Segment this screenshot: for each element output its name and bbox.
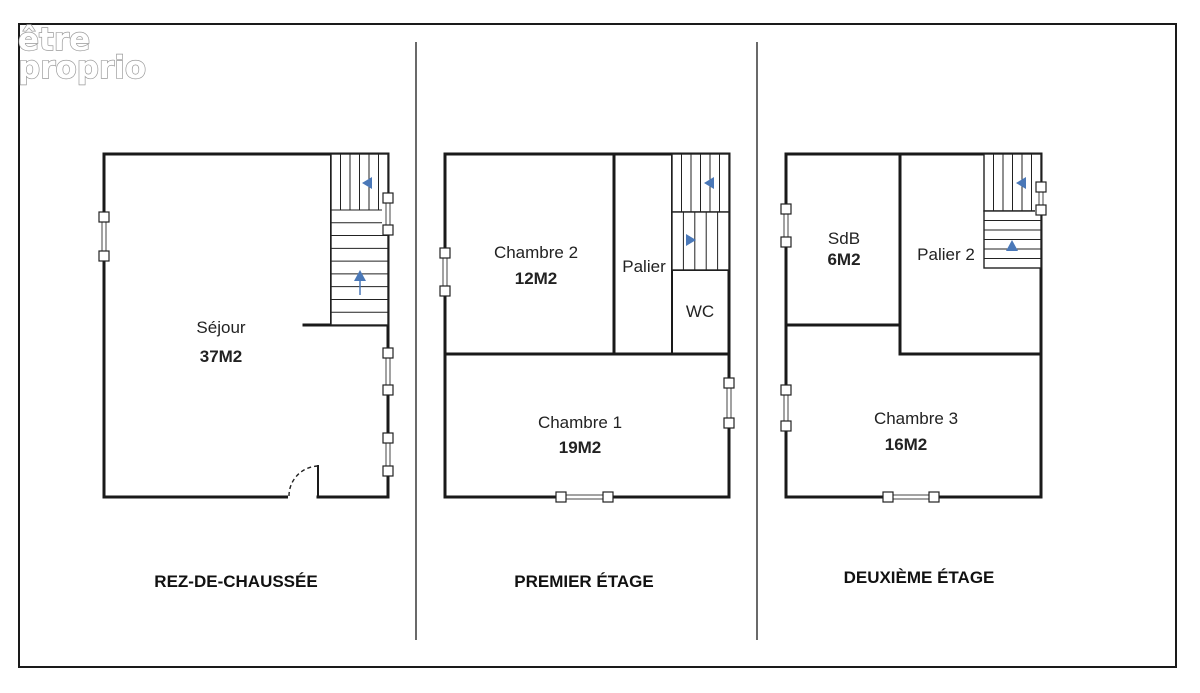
stair-arrow-icon	[1016, 177, 1026, 189]
room-name-sdb: SdB	[828, 229, 860, 248]
stair-arrow-icon	[362, 177, 372, 189]
window	[439, 247, 451, 297]
room-name-chambre-2: Chambre 2	[494, 243, 578, 262]
entry-door	[288, 465, 319, 498]
window	[382, 432, 394, 477]
room-area-chambre-2: 12M2	[515, 269, 558, 288]
outer-frame	[18, 23, 1177, 668]
room-area-sdb: 6M2	[827, 250, 860, 269]
floor-rez-de-chaussee: Séjour 37M2 REZ-DE-CHAUSSÉE	[98, 152, 394, 591]
window	[382, 347, 394, 396]
window	[723, 377, 735, 429]
room-name-palier: Palier	[622, 257, 666, 276]
room-area-sejour: 37M2	[200, 347, 243, 366]
window	[882, 491, 940, 503]
room-name-chambre-1: Chambre 1	[538, 413, 622, 432]
floor-premier-etage: Chambre 2 12M2 Palier WC Chambre 1 19M2 …	[439, 152, 735, 591]
window	[98, 211, 110, 262]
stair-arrow-icon	[704, 177, 714, 189]
stair-arrow-icon	[354, 270, 366, 281]
floor-label: PREMIER ÉTAGE	[514, 572, 653, 591]
room-name-chambre-3: Chambre 3	[874, 409, 958, 428]
window	[382, 192, 394, 236]
window	[780, 384, 792, 432]
logo-line2: proprio	[18, 50, 146, 86]
logo-line1: être	[18, 22, 90, 58]
stair-treads	[984, 154, 1041, 259]
floor-label: DEUXIÈME ÉTAGE	[844, 568, 995, 587]
etre-proprio-logo: être proprio	[17, 21, 147, 86]
room-name-wc: WC	[686, 302, 714, 321]
room-area-chambre-3: 16M2	[885, 435, 928, 454]
room-name-sejour: Séjour	[196, 318, 245, 337]
floor-label: REZ-DE-CHAUSSÉE	[154, 572, 317, 591]
room-area-chambre-1: 19M2	[559, 438, 602, 457]
window	[555, 491, 614, 503]
room-name-palier-2: Palier 2	[917, 245, 975, 264]
stair-treads	[681, 154, 720, 270]
window	[1035, 181, 1047, 216]
stair-arrow-icon	[1006, 240, 1018, 251]
window	[780, 203, 792, 248]
floor-deuxieme-etage: SdB 6M2 Palier 2 Chambre 3 16M2 DEUXIÈME…	[780, 152, 1047, 587]
stair-arrow-icon	[686, 234, 696, 246]
